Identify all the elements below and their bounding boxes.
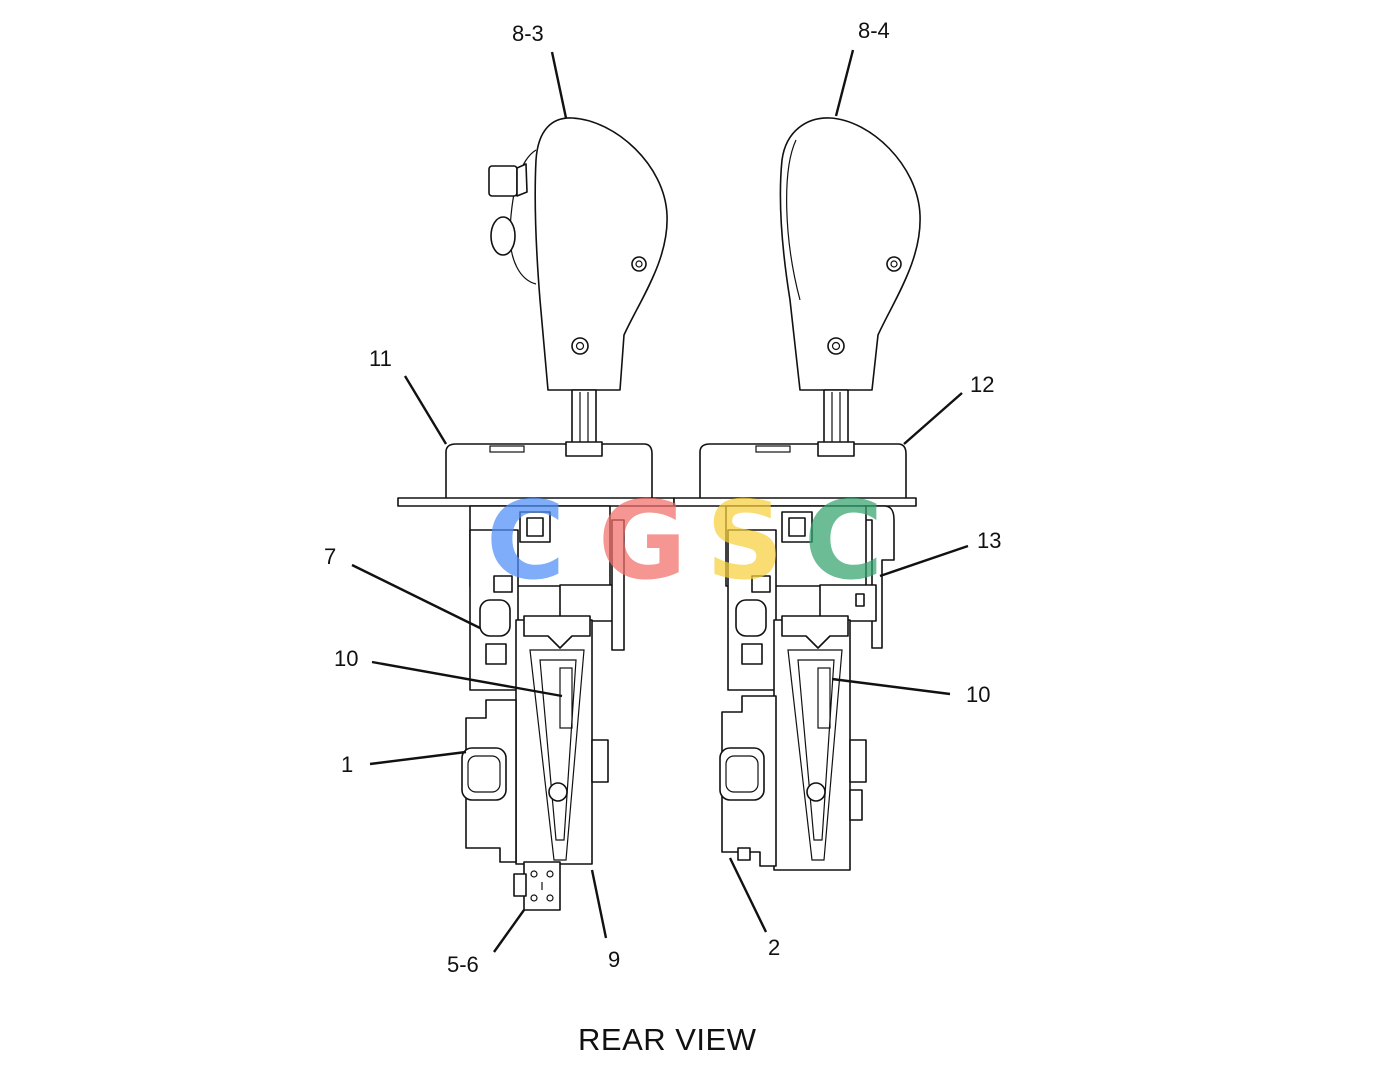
leader-1	[369, 750, 467, 766]
left-handle-grip	[534, 117, 668, 391]
callout-9: 9	[608, 947, 620, 972]
left-handle-roller	[490, 216, 516, 256]
leader-2	[728, 857, 768, 933]
callout-8-4: 8-4	[858, 18, 890, 43]
leader-8-4	[834, 49, 855, 117]
leader-13	[879, 544, 969, 578]
watermark-letter-3: S	[706, 479, 784, 604]
callout-10-right: 10	[966, 682, 990, 707]
callout-13: 13	[977, 528, 1001, 553]
callout-11: 11	[369, 346, 392, 371]
right-joystick-assembly	[673, 117, 921, 871]
right-handle-grip	[779, 117, 921, 391]
leader-12	[903, 392, 963, 445]
callout-2: 2	[768, 935, 780, 960]
watermark-letter-1: C	[486, 479, 565, 604]
callout-7: 7	[324, 544, 336, 569]
leader-9	[590, 869, 608, 939]
right-boot	[699, 443, 907, 501]
callout-8-3: 8-3	[512, 21, 544, 46]
leader-lines	[351, 49, 969, 953]
leader-11	[403, 375, 448, 445]
left-fork-plate	[515, 619, 593, 865]
view-title: REAR VIEW	[578, 1022, 757, 1057]
leader-10-left	[371, 660, 563, 698]
left-boot	[445, 443, 653, 501]
watermark-letter-2: G	[598, 479, 687, 604]
callout-5-6: 5-6	[447, 952, 479, 977]
left-handle-button	[488, 165, 518, 197]
callout-1: 1	[341, 752, 353, 777]
leader-7	[351, 563, 481, 630]
callout-10-left: 10	[334, 646, 358, 671]
callout-labels: 8-3 8-4 11 12 13 7 10 10 1 2 5-6 9	[324, 18, 1001, 977]
callout-12: 12	[970, 372, 994, 397]
left-handle-shaft	[571, 389, 597, 447]
leader-8-3	[550, 51, 568, 119]
right-bracket	[863, 505, 895, 649]
leader-10-right	[831, 677, 951, 696]
leader-5-6	[493, 909, 525, 953]
left-joystick-assembly	[397, 117, 675, 911]
right-handle-shaft	[823, 389, 849, 447]
right-fork-plate	[773, 619, 851, 871]
watermark-letter-4: C	[804, 479, 883, 604]
watermark: C G S C	[486, 479, 883, 604]
